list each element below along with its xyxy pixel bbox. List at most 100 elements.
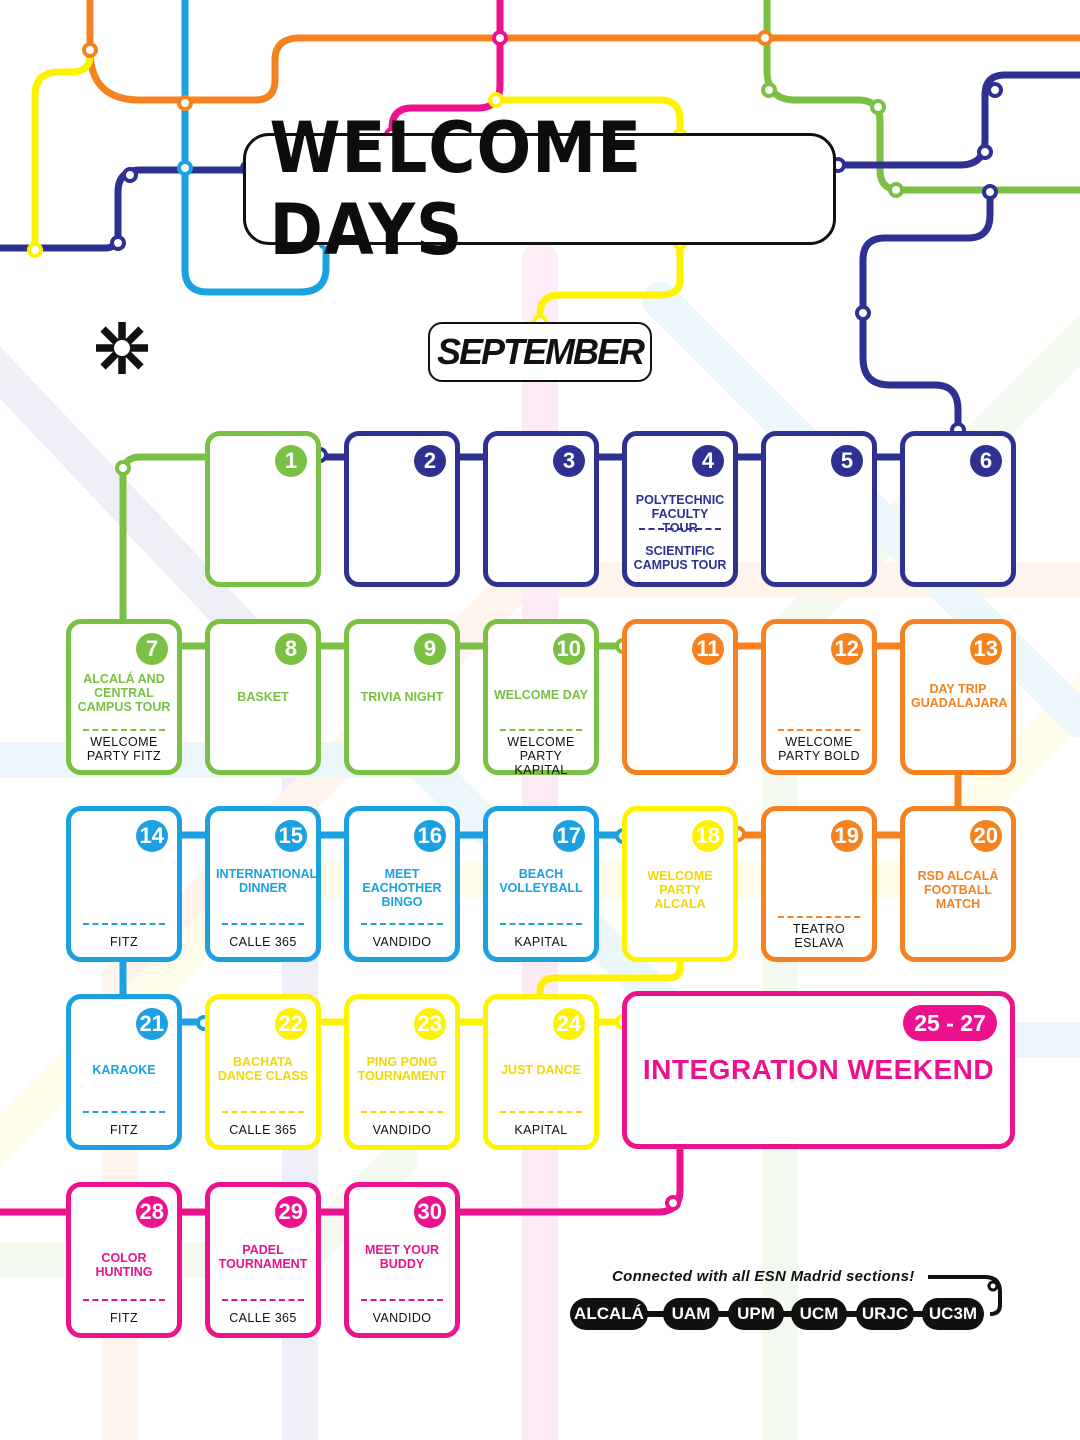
station — [982, 184, 998, 200]
day-card-11[interactable]: 11 — [622, 619, 738, 775]
event-title: WELCOME PARTY ALCALA — [647, 869, 713, 911]
station — [855, 305, 871, 321]
day-number-badge: 1 — [275, 445, 307, 477]
event-title: PING PONG TOURNAMENT — [357, 1055, 447, 1083]
divider — [83, 1111, 165, 1113]
divider — [222, 923, 304, 925]
station — [888, 182, 904, 198]
day-number-badge: 10 — [552, 633, 585, 665]
day-number-badge: 8 — [275, 633, 307, 665]
day-number-badge: 24 — [552, 1008, 585, 1040]
sections-line: ALCALÁ UAM UPM UCM URJC UC3M — [570, 1298, 990, 1332]
event-title: DAY TRIP GUADALAJARA — [911, 682, 1008, 710]
venue-label: KAPITAL — [514, 1123, 568, 1137]
event-title: COLOR HUNTING — [95, 1251, 153, 1279]
station — [987, 82, 1003, 98]
day-card-2[interactable]: 2 — [344, 431, 460, 587]
event-title: POLYTECHNIC FACULTY TOUR — [635, 493, 725, 535]
day-card-3[interactable]: 3 — [483, 431, 599, 587]
divider — [83, 923, 165, 925]
day-number-badge: 4 — [692, 445, 724, 477]
day-card-6[interactable]: 6 — [900, 431, 1016, 587]
connected-text: Connected with all ESN Madrid sections! — [612, 1268, 915, 1285]
station — [757, 30, 773, 46]
event-title: INTERNATIONAL DINNER — [216, 867, 318, 895]
divider — [361, 1111, 443, 1113]
section-pill-uam[interactable]: UAM — [663, 1298, 719, 1330]
event-title: MEET YOUR BUDDY — [364, 1243, 440, 1271]
yellow-line-left — [31, 54, 94, 250]
day-number-badge: 16 — [413, 820, 446, 852]
month-label: SEPTEMBER — [428, 322, 652, 382]
section-pill-urjc[interactable]: URJC — [856, 1298, 914, 1330]
event-title: PADEL TOURNAMENT — [218, 1243, 308, 1271]
station — [27, 242, 43, 258]
day-number-badge: 29 — [274, 1196, 307, 1228]
station — [761, 82, 777, 98]
day-number-badge: 9 — [414, 633, 446, 665]
event-title: BASKET — [237, 690, 289, 704]
event-title: WELCOME DAY — [494, 688, 588, 702]
venue-label: FITZ — [110, 1123, 138, 1137]
day-number-badge: 5 — [831, 445, 863, 477]
day-number-badge: 6 — [970, 445, 1002, 477]
integration-weekend-card[interactable]: 25 - 27 INTEGRATION WEEKEND — [622, 991, 1015, 1149]
yellow-line-top — [496, 96, 684, 135]
orange-line — [86, 0, 1080, 104]
venue-label: WELCOME PARTY KAPITAL — [507, 735, 575, 777]
station — [177, 95, 193, 111]
venue-label: CALLE 365 — [229, 935, 297, 949]
page-title: WELCOME DAYS — [243, 107, 836, 271]
venue-label: VANDIDO — [372, 935, 432, 949]
green-line-row1 — [119, 453, 207, 620]
day-number-badge: 12 — [830, 633, 863, 665]
venue-label: WELCOME PARTY FITZ — [86, 735, 162, 763]
month-text: SEPTEMBER — [436, 331, 645, 372]
venue-label: VANDIDO — [372, 1123, 432, 1137]
section-pill-uc3m[interactable]: UC3M — [922, 1298, 984, 1330]
page-title-text: WELCOME DAYS — [269, 107, 643, 271]
section-pill-alcala[interactable]: ALCALÁ — [570, 1298, 648, 1330]
event-title: BEACH VOLLEYBALL — [499, 867, 583, 895]
divider — [778, 916, 860, 918]
divider — [83, 729, 165, 731]
day-card-5[interactable]: 5 — [761, 431, 877, 587]
station — [110, 235, 126, 251]
yellow-line-month — [536, 243, 684, 322]
day-card-1[interactable]: 1 — [205, 431, 321, 587]
station — [870, 99, 886, 115]
event-title: ALCALÁ AND CENTRAL CAMPUS TOUR — [77, 672, 171, 714]
day-number-badge: 11 — [692, 633, 724, 665]
day-number-badge: 13 — [969, 633, 1002, 665]
venue-label: FITZ — [110, 935, 138, 949]
section-pill-upm[interactable]: UPM — [728, 1298, 784, 1330]
event-title: BACHATA DANCE CLASS — [217, 1055, 309, 1083]
station — [665, 1195, 681, 1211]
divider — [83, 1299, 165, 1301]
section-pill-ucm[interactable]: UCM — [791, 1298, 847, 1330]
station — [977, 144, 993, 160]
divider — [222, 1111, 304, 1113]
day-number-badge: 17 — [552, 820, 585, 852]
